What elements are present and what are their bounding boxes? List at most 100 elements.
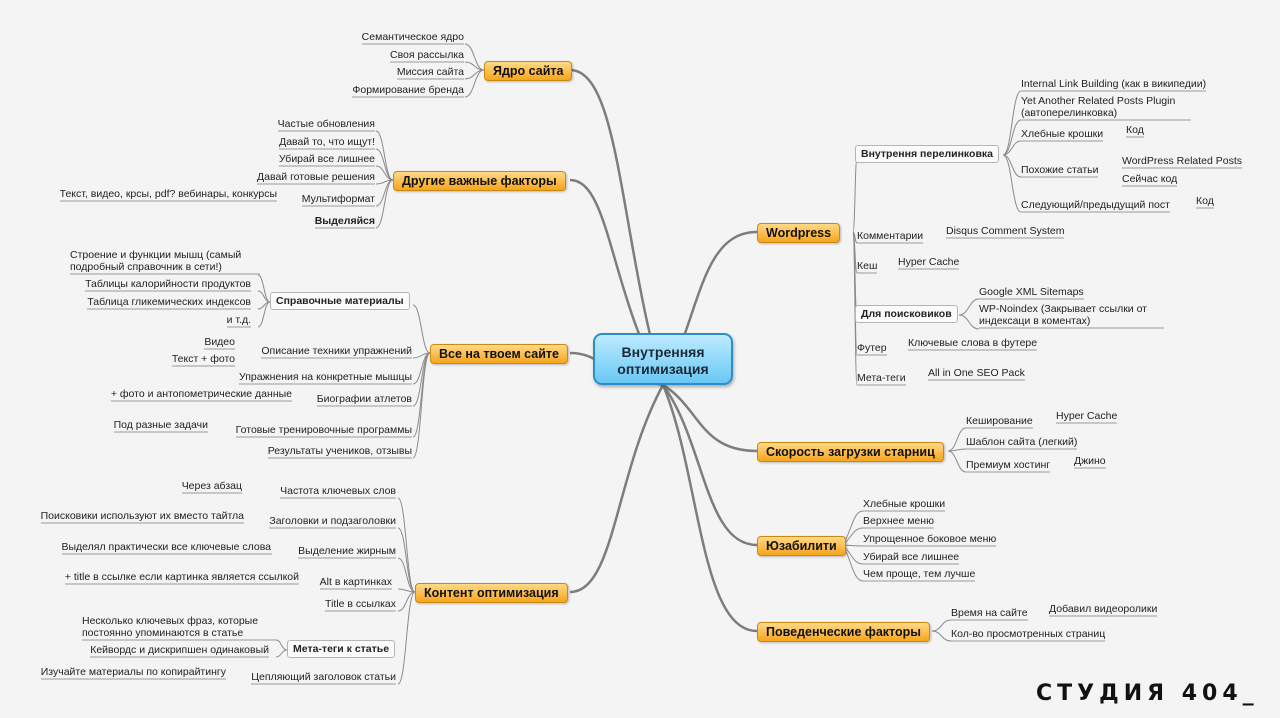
behavior-item[interactable]: Время на сайте [951,607,1028,619]
programs-detail[interactable]: Под разные задачи [113,419,208,431]
factors-item[interactable]: Давай то, что ищут! [279,136,375,148]
branch-wordpress[interactable]: Wordpress [757,223,841,243]
connector [947,427,967,452]
content-detail[interactable]: + title в ссылке если картинка является … [64,571,299,583]
technique-detail[interactable]: Текст + фото [171,353,235,365]
speed-cache-detail[interactable]: Hyper Cache [1056,410,1118,422]
content-item[interactable]: Alt в картинках [319,576,392,588]
core-item[interactable]: Своя рассылка [389,49,464,61]
central-topic[interactable]: Внутренняя оптимизация [593,333,733,385]
similar-detail[interactable]: WordPress Related Posts [1122,155,1243,167]
next-code[interactable]: Код [1196,195,1214,207]
branch-behavior-factors[interactable]: Поведенческие факторы [757,622,930,642]
linking-item[interactable]: Следующий/предыдущий пост [1021,199,1170,211]
connector [412,352,431,438]
linking-item[interactable]: Похожие статьи [1021,164,1099,176]
studio-logo: СТУДИЯ 404_ [1036,681,1259,706]
branch-usability[interactable]: Юзабилити [757,536,846,556]
site-item[interactable]: Описание техники упражнений [261,345,412,357]
footer-detail[interactable]: Ключевые слова в футере [908,337,1038,349]
hosting-detail[interactable]: Джино [1074,455,1106,467]
technique-detail[interactable]: Видео [204,336,235,348]
connector [1002,154,1022,213]
factors-item[interactable]: Частые обновления [277,118,375,130]
wp-item[interactable]: Комментарии [857,230,924,242]
branch-on-your-site[interactable]: Все на твоем сайте [430,344,568,364]
seo-item[interactable]: Google XML Sitemaps [979,286,1084,298]
meta-item[interactable]: Кейвордс и дискрипшен одинаковый [90,644,269,656]
branch-page-speed[interactable]: Скорость загрузки старниц [757,442,944,462]
content-detail[interactable]: Через абзац [181,480,242,492]
core-item[interactable]: Формирование бренда [352,84,464,96]
linking-item[interactable]: Yet Another Related Posts Plugin (автопе… [1021,95,1176,119]
reference-item[interactable]: Таблицы калорийности продуктов [85,278,251,290]
speed-item[interactable]: Кеширование [966,415,1033,427]
linking-item[interactable]: Хлебные крошки [1021,128,1104,140]
core-item[interactable]: Семантическое ядро [361,31,464,43]
connector [852,157,858,233]
content-item[interactable]: Выделение жирным [298,545,396,557]
branch-content-optimization[interactable]: Контент оптимизация [415,583,568,603]
linking-item[interactable]: Internal Link Building (как в википедии) [1021,78,1207,90]
connector [661,384,758,547]
usability-item[interactable]: Хлебные крошки [863,498,946,510]
wp-item[interactable]: Футер [857,342,887,354]
connector [397,557,416,593]
crumbs-code[interactable]: Код [1126,124,1144,136]
factors-item[interactable]: Выделяйся [314,215,375,227]
bio-detail[interactable]: + фото и антопометрические данные [110,388,292,400]
connector [375,130,394,181]
reference-item[interactable]: Строение и функции мышц (самый подробный… [70,249,242,273]
internal-linking[interactable]: Внутрення перелинковка [855,145,999,163]
connector [662,383,758,453]
behavior-item[interactable]: Кол-во просмотренных страниц [951,628,1106,640]
connector [397,497,416,593]
behavior-detail[interactable]: Добавил видеоролики [1049,603,1158,615]
wp-item[interactable]: Кеш [857,260,878,272]
branch-other-factors[interactable]: Другие важные факторы [393,171,566,191]
connector [1002,140,1022,156]
factors-item[interactable]: Мультиформат [301,193,375,205]
content-item[interactable]: Title в ссылках [325,598,396,610]
content-detail[interactable]: Изучайте материалы по копирайтингу [40,666,226,678]
site-item[interactable]: Готовые тренировочные программы [235,424,412,436]
similar-detail[interactable]: Сейчас код [1122,173,1178,185]
connector [375,148,394,181]
reference-item[interactable]: Таблица гликемических индексов [87,296,251,308]
comments-detail[interactable]: Disqus Comment System [946,225,1065,237]
usability-item[interactable]: Упрощенное боковое меню [863,533,997,545]
content-item[interactable]: Частота ключевых слов [280,485,396,497]
connector [397,591,416,612]
reference-item[interactable]: и т.д. [226,314,251,326]
site-item[interactable]: Упражнения на конкретные мышцы [239,371,412,383]
connector [397,527,416,593]
meta-item[interactable]: Несколько ключевых фраз, которые постоян… [82,615,259,639]
factors-item[interactable]: Убирай все лишнее [278,153,375,165]
branch-core[interactable]: Ядро сайта [484,61,573,81]
factors-item[interactable]: Давай готовые решения [257,171,375,183]
wp-item[interactable]: Мета-теги [857,372,906,384]
content-detail[interactable]: Выделял практически все ключевые слова [61,541,272,553]
cache-detail[interactable]: Hyper Cache [898,256,960,268]
core-item[interactable]: Миссия сайта [396,66,464,78]
site-item[interactable]: Результаты учеников, отзывы [267,445,412,457]
usability-item[interactable]: Чем проще, тем лучше [863,568,976,580]
multiformat-detail[interactable]: Текст, видео, крсы, pdf? вебинары, конку… [59,188,277,200]
speed-item[interactable]: Шаблон сайта (легкий) [966,436,1078,448]
usability-item[interactable]: Верхнее меню [863,515,934,527]
reference-materials[interactable]: Справочные материалы [270,292,410,310]
content-detail[interactable]: Поисковики используют их вместо тайтла [40,510,244,522]
connector [375,179,394,229]
for-search-engines[interactable]: Для поисковиков [855,305,958,323]
connector [397,591,416,685]
usability-item[interactable]: Убирай все лишнее [863,551,960,563]
meta-tags-article[interactable]: Мета-теги к статье [287,640,396,658]
meta-detail[interactable]: All in One SEO Pack [928,367,1025,379]
connector [569,384,665,594]
connector [958,298,980,316]
seo-item[interactable]: WP-Noindex (Закрывает ссылки от индексац… [979,303,1147,327]
content-item[interactable]: Заголовки и подзаголовки [269,515,396,527]
site-item[interactable]: Биографии атлетов [316,393,412,405]
content-item[interactable]: Цепляющий заголовок статьи [251,671,396,683]
speed-item[interactable]: Премиум хостинг [966,459,1051,471]
